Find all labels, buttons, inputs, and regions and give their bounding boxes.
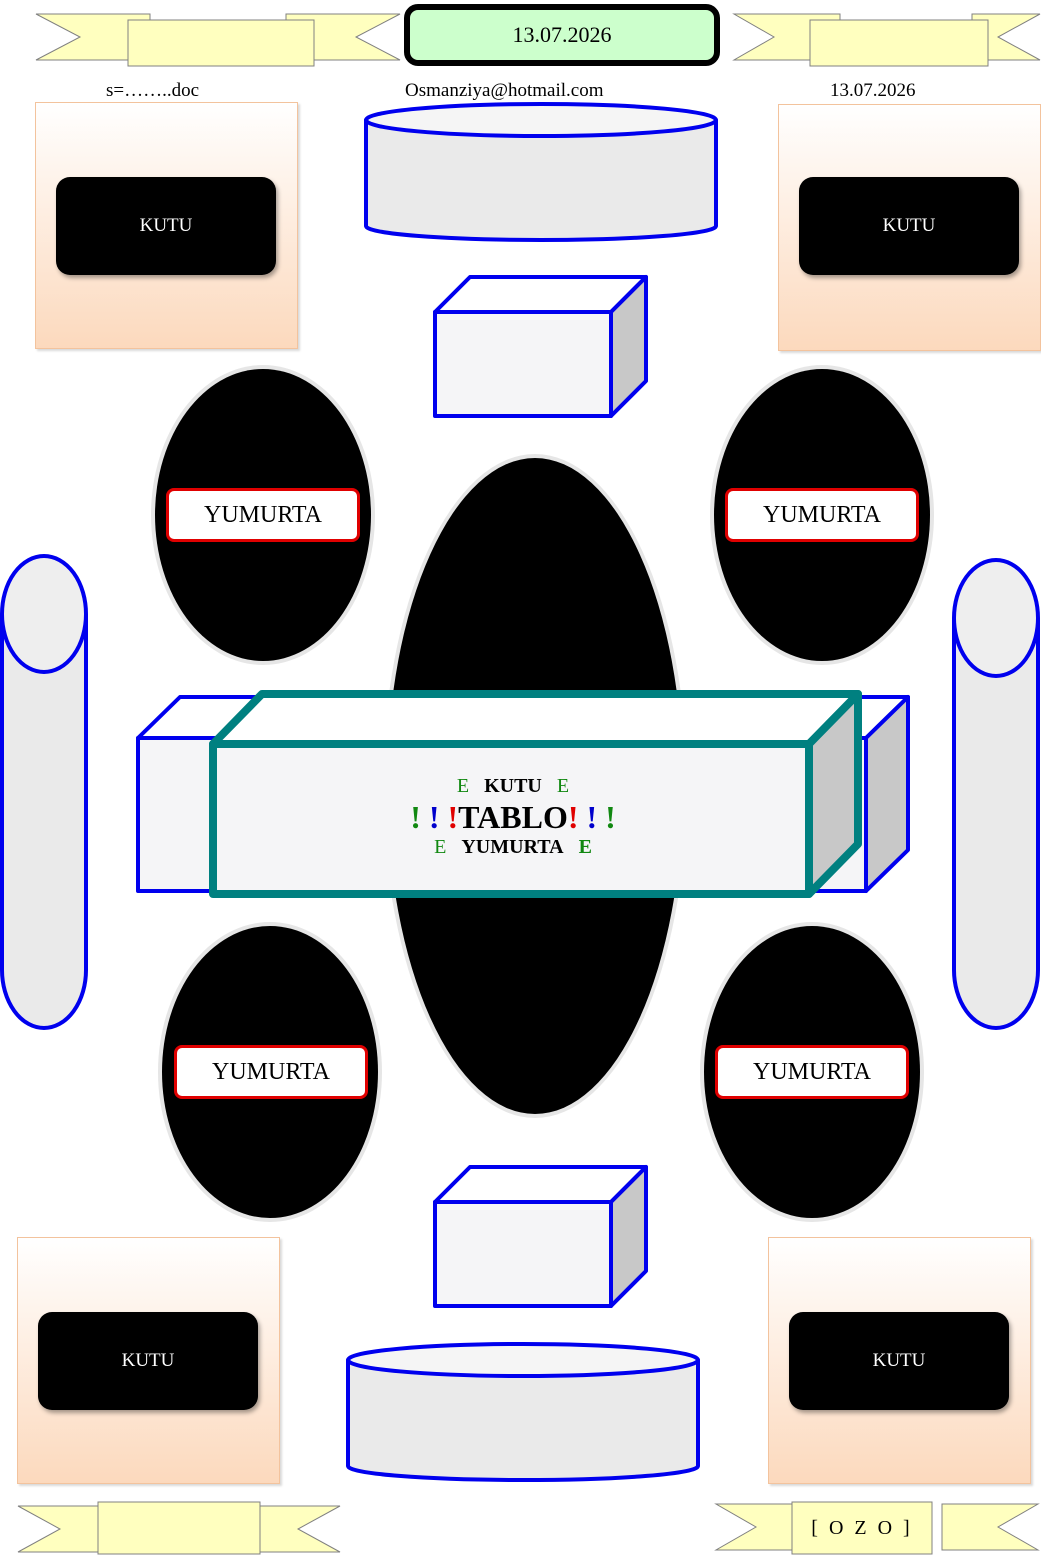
cube-bottom: [433, 1165, 648, 1308]
ribbon-banner-bottom-right: [714, 1501, 1040, 1555]
exclamation-mark: !: [428, 799, 440, 835]
center-word-tablo: TABLO: [458, 799, 568, 835]
center-word-yumurta: YUMURTA: [461, 836, 564, 858]
email-text: Osmanziya@hotmail.com: [405, 80, 604, 101]
egg-label-bottom-left: YUMURTA: [174, 1045, 368, 1099]
center-title-block: E KUTU E ! ! !TABLO! ! ! E YUMURTA E: [218, 748, 808, 886]
cube-top: [433, 275, 648, 418]
egg-label-top-right: YUMURTA: [725, 488, 919, 542]
corner-card-bottom-right: KUTU: [768, 1237, 1031, 1484]
box-label-bottom-left: KUTU: [38, 1312, 258, 1410]
ribbon-banner-top-left: [35, 13, 401, 67]
exclamation-mark: !: [605, 799, 616, 835]
ribbon-banner-bottom-left: [17, 1501, 341, 1555]
exclamation-mark: !: [410, 799, 421, 835]
exclamation-mark: !: [447, 799, 459, 835]
center-word-kutu: KUTU: [484, 775, 542, 797]
mark-e: E: [556, 775, 570, 797]
mark-e: E: [434, 836, 447, 858]
exclamation-mark: !: [567, 799, 579, 835]
mark-e: E: [578, 836, 592, 858]
exclamation-mark: !: [586, 799, 598, 835]
cylinder-right: [952, 558, 1040, 1030]
box-label-bottom-right: KUTU: [789, 1312, 1009, 1410]
cylinder-left: [0, 554, 88, 1030]
center-line-kutu: E KUTU E: [457, 775, 569, 798]
main-title-box: [209, 690, 862, 898]
ribbon-banner-top-right: [732, 13, 1041, 67]
mark-e: E: [456, 775, 470, 797]
box-label-top-left: KUTU: [56, 177, 276, 275]
corner-card-top-right: KUTU: [778, 104, 1041, 351]
drum-top: [364, 102, 718, 242]
header-date-text: 13.07.2026: [830, 80, 916, 101]
center-line-yumurta: E YUMURTA E: [434, 836, 592, 859]
corner-card-bottom-left: KUTU: [17, 1237, 280, 1484]
footer-badge: [ O Z O ]: [811, 1516, 913, 1539]
box-label-top-right: KUTU: [799, 177, 1019, 275]
center-line-tablo: ! ! !TABLO! ! !: [410, 800, 616, 834]
file-name-text: s=……..doc: [106, 80, 200, 101]
egg-label-top-left: YUMURTA: [166, 488, 360, 542]
drum-bottom: [346, 1342, 700, 1482]
corner-card-top-left: KUTU: [35, 102, 298, 349]
date-box: 13.07.2026: [404, 4, 720, 66]
egg-label-bottom-right: YUMURTA: [715, 1045, 909, 1099]
